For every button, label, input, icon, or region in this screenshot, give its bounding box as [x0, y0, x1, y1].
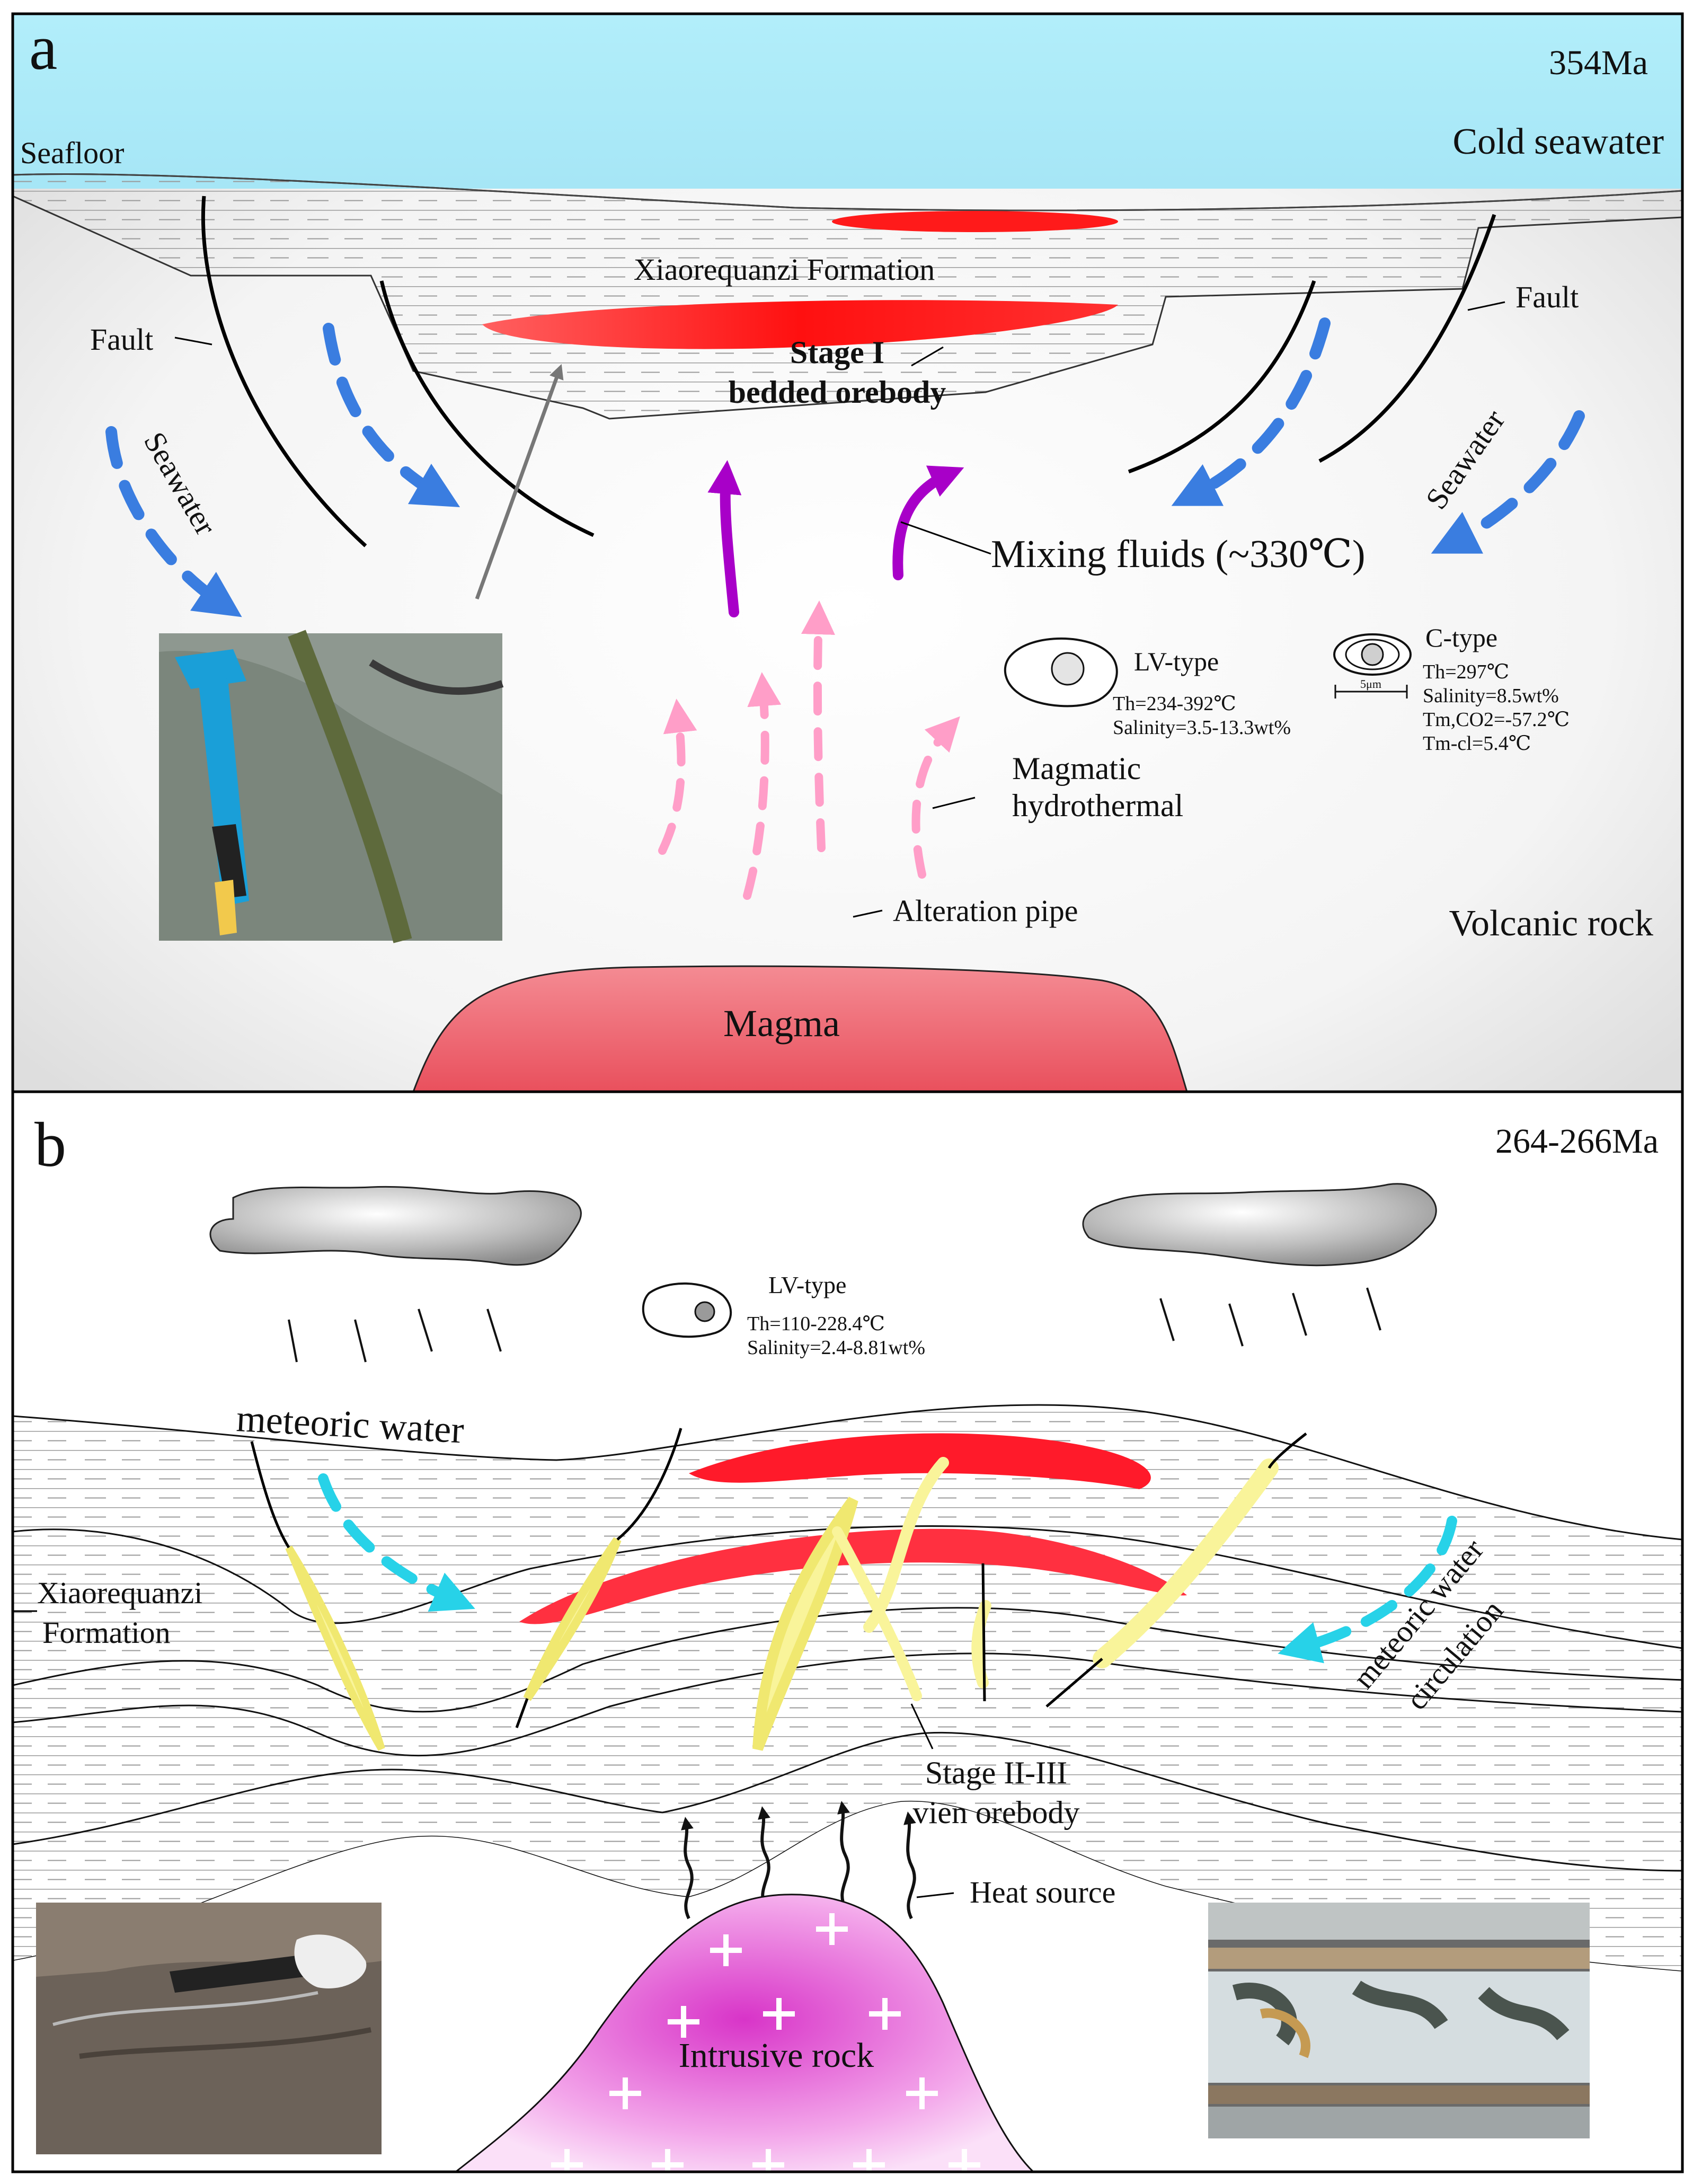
rain-left — [288, 1308, 502, 1363]
magmatic-label-2: hydrothermal — [1012, 788, 1183, 823]
fault-b-1 — [250, 1441, 290, 1549]
magmatic-leader — [932, 797, 976, 809]
c-type-label: C-type — [1425, 623, 1497, 652]
mixing-arrow-right — [892, 465, 964, 580]
panel-b: b 264-266Ma LV-type Th=110-228.4℃ Salini… — [13, 1092, 1682, 2172]
stage1-subtitle: bedded orebody — [729, 375, 946, 410]
panel-b-border — [11, 1090, 1684, 2173]
lv-salinity-a: Salinity=3.5-13.3wt% — [1113, 717, 1291, 739]
mixing-leader — [900, 521, 991, 555]
volcanic-rock-label: Volcanic rock — [1449, 903, 1653, 944]
vein-1 — [285, 1545, 385, 1751]
seafloor-line — [13, 173, 1682, 211]
vein-3 — [752, 1497, 858, 1751]
fault-b-3 — [515, 1698, 529, 1728]
c-salinity: Salinity=8.5wt% — [1423, 685, 1559, 707]
alteration-pipe-label: Alteration pipe — [893, 894, 1078, 928]
orebody-top — [832, 211, 1118, 232]
fault-b-2 — [616, 1428, 682, 1541]
magmatic-arrow-3 — [801, 600, 835, 852]
lv-bubble — [1051, 652, 1085, 686]
lv-type-label-a: LV-type — [1134, 647, 1219, 676]
stage23-leader — [910, 1703, 934, 1749]
lv-type-label-b: LV-type — [768, 1271, 846, 1298]
strata-line-3 — [13, 1652, 1682, 1756]
outcrop-photo-a — [159, 630, 504, 943]
c-tm-cl: Tm-cl=5.4℃ — [1423, 732, 1531, 755]
rain-right — [1159, 1287, 1381, 1347]
cloud-left — [209, 1186, 582, 1266]
heat-arrows — [681, 1801, 916, 1920]
seawater-arrow-right-1 — [1171, 317, 1331, 506]
seawater-arrow-left-2 — [323, 323, 460, 508]
fault-left-1 — [201, 196, 367, 547]
alteration-leader — [853, 909, 883, 918]
magma-body — [412, 965, 1188, 1092]
seawater-arrow-right-2 — [1431, 410, 1585, 554]
c-scale-label: 5μm — [1360, 677, 1381, 691]
seafloor-label: Seafloor — [20, 136, 125, 170]
panel-b-label: b — [34, 1109, 66, 1180]
magmatic-arrow-2 — [743, 672, 782, 900]
formation-label-a: Xiaorequanzi Formation — [634, 252, 935, 287]
drill-core-photo — [1208, 1903, 1590, 2138]
orebody-stage1 — [482, 300, 1118, 349]
formation-label-b2: Formation — [42, 1615, 171, 1650]
lv-inclusion-b — [642, 1282, 732, 1338]
heat-leader — [916, 1892, 954, 1898]
age-b: 264-266Ma — [1495, 1122, 1659, 1161]
stage1-leader — [911, 346, 944, 367]
fault-b-5 — [1267, 1433, 1307, 1469]
fault-left-2 — [379, 280, 595, 537]
fault-left-label: Fault — [90, 322, 153, 357]
fault-left-leader — [174, 337, 212, 346]
panel-a: a 354Ma Cold seawater Seafloor Xiaorequa… — [13, 12, 1682, 1092]
intrusive-crosses — [551, 1913, 980, 2172]
intrusive-rock-label: Intrusive rock — [679, 2036, 874, 2075]
stage23-label-2: vien orebody — [913, 1795, 1080, 1830]
c-inclusion-bubble — [1361, 643, 1384, 666]
fault-right-leader — [1467, 301, 1505, 311]
magmatic-arrow-1 — [658, 698, 697, 855]
fault-right-2 — [1318, 214, 1496, 463]
lv-bubble-b — [694, 1301, 715, 1322]
orebody-b-lower — [519, 1528, 1187, 1624]
outcrop-photo-b — [36, 1903, 382, 2154]
magmatic-arrow-4 — [911, 716, 960, 879]
heat-source-label: Heat source — [970, 1875, 1115, 1909]
orebody-b-upper — [689, 1433, 1151, 1489]
age-a: 354Ma — [1549, 43, 1648, 82]
vein-7 — [1093, 1458, 1279, 1668]
stage1-title: Stage I — [790, 335, 884, 370]
meteoric-arrow-right — [1278, 1516, 1457, 1664]
vein-5 — [832, 1526, 922, 1701]
gray-fluid-arrow — [475, 364, 564, 600]
strata-line-1 — [13, 1525, 1682, 1649]
magma-label: Magma — [723, 1002, 840, 1045]
formation-label-b1: Xiaorequanzi — [37, 1576, 202, 1610]
mixing-fluids-label: Mixing fluids (~330℃) — [991, 533, 1366, 576]
intrusive-body — [454, 1894, 1035, 2172]
stage23-label-1: Stage II-III — [925, 1755, 1067, 1790]
fault-b-6 — [1045, 1658, 1103, 1708]
cold-seawater-label: Cold seawater — [1453, 121, 1664, 162]
seawater-layer — [13, 14, 1682, 189]
meteoric-arrow-left — [318, 1473, 475, 1612]
c-th: Th=297℃ — [1423, 661, 1509, 683]
lv-salinity-b: Salinity=2.4-8.81wt% — [747, 1337, 925, 1359]
mixing-arrow-left — [707, 460, 742, 617]
c-tm-co2: Tm,CO2=-57.2℃ — [1423, 709, 1570, 731]
fault-right-1 — [1128, 280, 1316, 474]
fault-b-4 — [981, 1563, 986, 1702]
lv-th-a: Th=234-392℃ — [1113, 693, 1236, 715]
strata-line-4 — [13, 1731, 1682, 1872]
cloud-right — [1082, 1183, 1437, 1267]
magmatic-label-1: Magmatic — [1012, 751, 1141, 786]
seawater-arrow-left-1 — [105, 426, 242, 617]
lv-th-b: Th=110-228.4℃ — [747, 1313, 885, 1335]
panel-a-label: a — [29, 12, 57, 83]
fault-right-label: Fault — [1515, 280, 1579, 314]
